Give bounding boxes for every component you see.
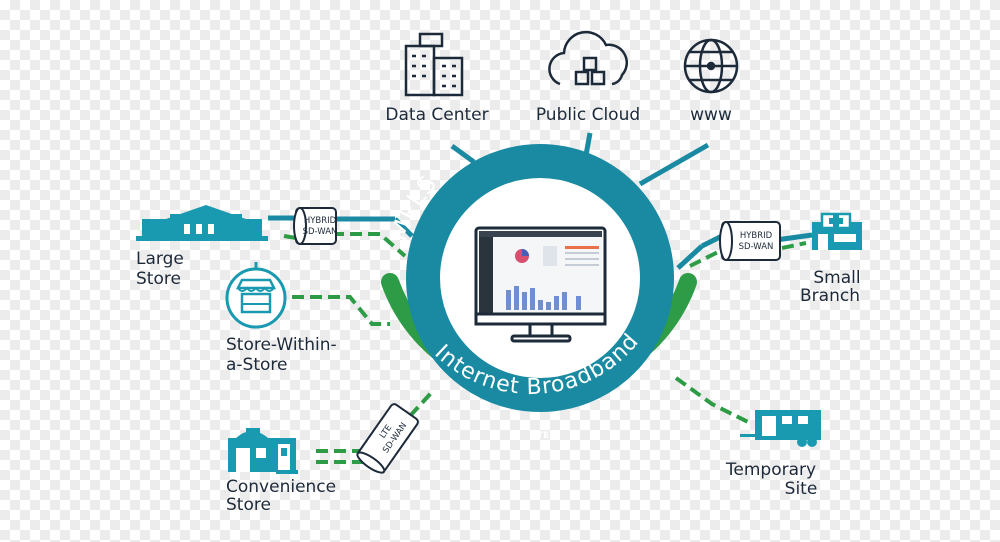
lte-label: LTE bbox=[533, 431, 550, 441]
temporary-label-1: Temporary bbox=[725, 460, 816, 480]
building-icon bbox=[404, 32, 464, 97]
cloud-icon bbox=[548, 30, 629, 86]
data-center-label: Data Center bbox=[385, 105, 488, 125]
store-within-label-2: a-Store bbox=[226, 355, 287, 375]
convenience-label-1: Convenience bbox=[226, 477, 336, 497]
kiosk-icon bbox=[225, 267, 287, 329]
temporary-label-2: Site bbox=[785, 479, 818, 499]
dashboard-monitor bbox=[474, 226, 607, 343]
svg-text:SD-WAN: SD-WAN bbox=[303, 227, 338, 237]
svg-text:HYBRID: HYBRID bbox=[740, 231, 773, 241]
svg-text:HYBRID: HYBRID bbox=[304, 216, 337, 226]
store-within-label-1: Store-Within- bbox=[226, 335, 337, 355]
hospital-icon bbox=[812, 212, 862, 250]
hybrid-sdwan-left: HYBRID SD-WAN bbox=[293, 207, 338, 245]
convenience-store-icon bbox=[228, 428, 298, 474]
hybrid-sdwan-right: HYBRID SD-WAN bbox=[719, 221, 781, 261]
large-store-label-1: Large bbox=[136, 249, 184, 269]
lte-sdwan: LTE SD-WAN bbox=[356, 403, 419, 474]
small-branch-label-2: Branch bbox=[800, 286, 860, 306]
www-label: www bbox=[690, 105, 732, 125]
large-store-label-2: Store bbox=[136, 269, 181, 289]
globe-icon bbox=[683, 38, 739, 94]
mpls-links bbox=[268, 132, 813, 270]
large-store-icon bbox=[136, 205, 268, 241]
trailer-icon bbox=[740, 410, 821, 447]
public-cloud-label: Public Cloud bbox=[536, 105, 640, 125]
convenience-label-2: Store bbox=[226, 495, 271, 515]
small-branch-label-1: Small bbox=[813, 268, 860, 288]
svg-text:SD-WAN: SD-WAN bbox=[739, 242, 774, 252]
